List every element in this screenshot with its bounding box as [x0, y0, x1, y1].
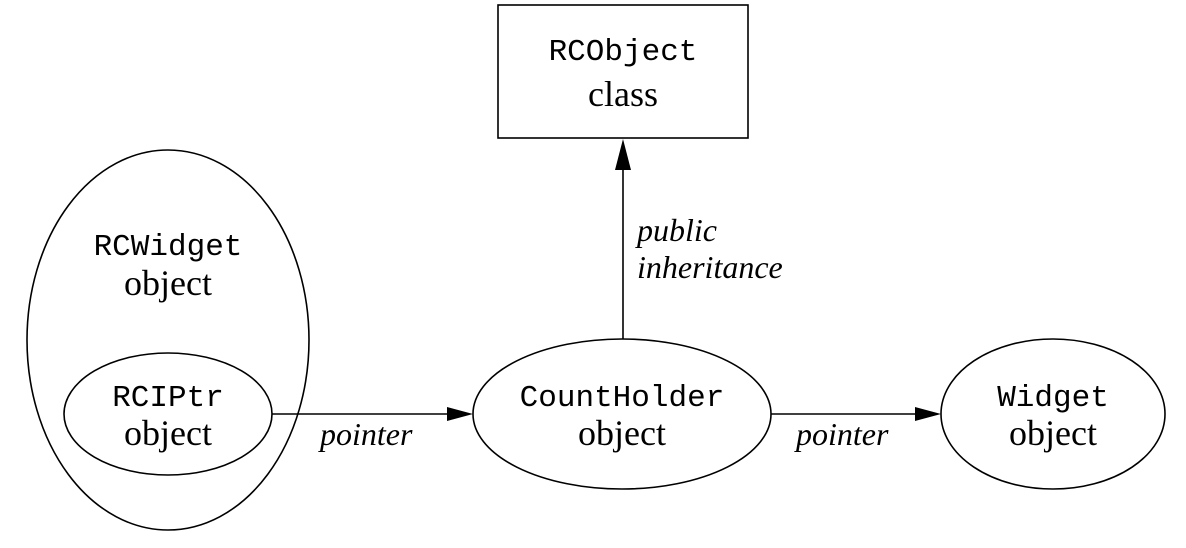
countholder-object-node: CountHolder object — [472, 338, 772, 490]
widget-kind: object — [1009, 413, 1097, 453]
rcobject-name: RCObject — [549, 35, 698, 70]
countholder-to-widget-label: pointer — [794, 416, 889, 452]
rcobject-class-box — [497, 4, 749, 139]
rcobject-kind: class — [588, 74, 658, 114]
rciptr-to-countholder-edge: pointer — [272, 407, 473, 452]
inheritance-label-line1: public — [635, 212, 717, 248]
rcwidget-name: RCWidget — [94, 230, 243, 265]
countholder-name: CountHolder — [520, 381, 725, 416]
rciptr-to-countholder-arrowhead — [447, 407, 473, 421]
inheritance-arrowhead — [615, 139, 631, 170]
inheritance-edge: public inheritance — [615, 139, 783, 339]
rciptr-kind: object — [124, 413, 212, 453]
rcwidget-object-ellipse — [26, 149, 310, 531]
widget-object-node: Widget object — [940, 338, 1166, 490]
rcobject-class-node: RCObject class — [497, 4, 749, 139]
rcwidget-object-node: RCWidget object — [26, 149, 310, 531]
widget-name: Widget — [997, 381, 1109, 416]
rcwidget-kind: object — [124, 263, 212, 303]
countholder-to-widget-edge: pointer — [771, 407, 941, 452]
inheritance-label-line2: inheritance — [637, 249, 783, 285]
rciptr-object-node: RCIPtr object — [63, 352, 273, 476]
rciptr-name: RCIPtr — [112, 381, 224, 416]
countholder-to-widget-arrowhead — [915, 407, 941, 421]
rciptr-to-countholder-label: pointer — [318, 416, 413, 452]
countholder-kind: object — [578, 413, 666, 453]
